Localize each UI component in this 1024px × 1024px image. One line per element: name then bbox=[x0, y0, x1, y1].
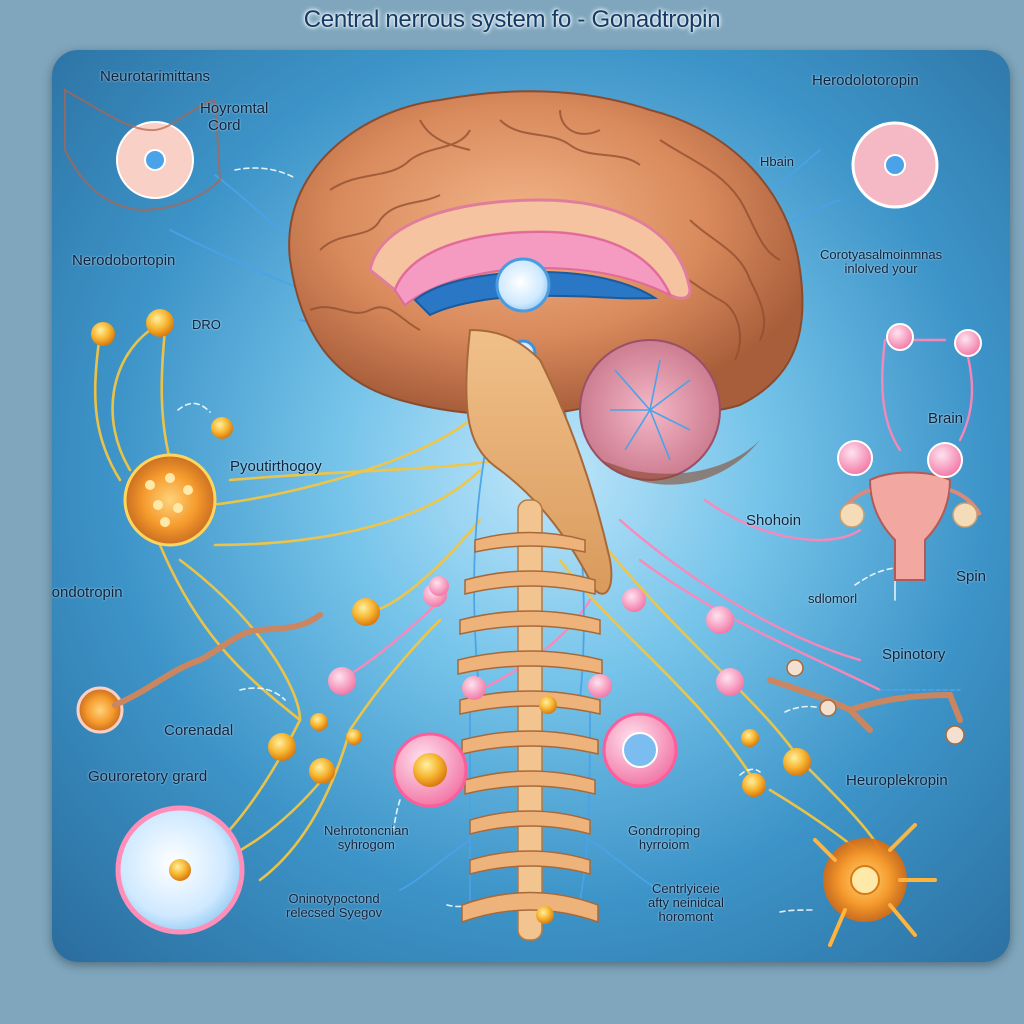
label-hbain: Hbain bbox=[760, 154, 794, 169]
label-oninotypoctond: Oninotypoctond relecsed Syegov bbox=[286, 892, 382, 920]
label-neurotransmitters: Neurotarimittans bbox=[100, 68, 211, 85]
label-gouroretory-grard: Gouroretory grard bbox=[88, 768, 208, 785]
label-heuroplekropin: Heuroplekropin bbox=[846, 772, 948, 789]
label-gondrroping: Gondrroping hyrroiom bbox=[628, 824, 700, 852]
spinal-column bbox=[457, 499, 603, 941]
brain-illustration bbox=[288, 90, 804, 595]
label-pyoutirthogoy: Pyoutirthogoy bbox=[230, 458, 322, 475]
label-coretyas-line1: Corotyasalmoinmnas bbox=[820, 247, 943, 262]
label-brain: Brain bbox=[928, 410, 964, 427]
label-hoyromtal-line2: Cord bbox=[208, 117, 241, 134]
label-gondrroping-line1: Gondrroping bbox=[628, 823, 701, 838]
label-centrlyiceie-line3: horomont bbox=[658, 909, 714, 924]
diagram-title: Central nerrous system fo - Gonadtropin bbox=[303, 6, 721, 33]
label-oninotypoctond-line1: Oninotypoctond bbox=[288, 891, 380, 906]
label-dro: DRO bbox=[192, 317, 221, 332]
diagram-panel: Neurotarimittans Hoyromtal Cord Herodolo… bbox=[52, 50, 1010, 962]
cell-clusters bbox=[64, 88, 965, 947]
label-shohoin: Shohoin bbox=[746, 512, 802, 529]
label-corenadal: Corenadal bbox=[164, 722, 234, 739]
diagram-illustration bbox=[64, 88, 982, 947]
label-sdlomorl: sdlomorl bbox=[808, 591, 858, 606]
label-spinotory: Spinotory bbox=[882, 646, 946, 663]
label-gondrroping-line2: hyrroiom bbox=[638, 837, 690, 852]
label-centrlyiceie-line2: afty neinidcal bbox=[648, 895, 724, 910]
label-hoyromtal-line1: Hoyromtal bbox=[200, 100, 269, 117]
label-coretyas: Corotyasalmoinmnas inlolved your bbox=[820, 248, 942, 276]
label-herodolotoropin: Herodolotoropin bbox=[812, 72, 919, 89]
label-spin: Spin bbox=[956, 568, 987, 585]
label-nehrotoncnian: Nehrotoncnian syhrogom bbox=[324, 824, 409, 852]
label-centrlyiceie-line1: Centrlyiceie bbox=[651, 881, 720, 896]
label-nerodobortopin: Nerodobortopin bbox=[72, 252, 176, 269]
label-coretyas-line2: inlolved your bbox=[844, 261, 918, 276]
label-oninotypoctond-line2: relecsed Syegov bbox=[286, 905, 383, 920]
label-nehrotoncnian-line2: syhrogom bbox=[337, 837, 395, 852]
reproductive-organ bbox=[837, 323, 982, 581]
label-nehrotoncnian-line1: Nehrotoncnian bbox=[324, 823, 409, 838]
label-gondotropin: Gondotropin bbox=[52, 584, 123, 601]
label-hoyromtal-cord: Hoyromtal Cord bbox=[200, 100, 268, 134]
label-centrlyiceie: Centrlyiceie afty neinidcal horomont bbox=[648, 882, 724, 924]
signal-nodes bbox=[91, 309, 811, 797]
